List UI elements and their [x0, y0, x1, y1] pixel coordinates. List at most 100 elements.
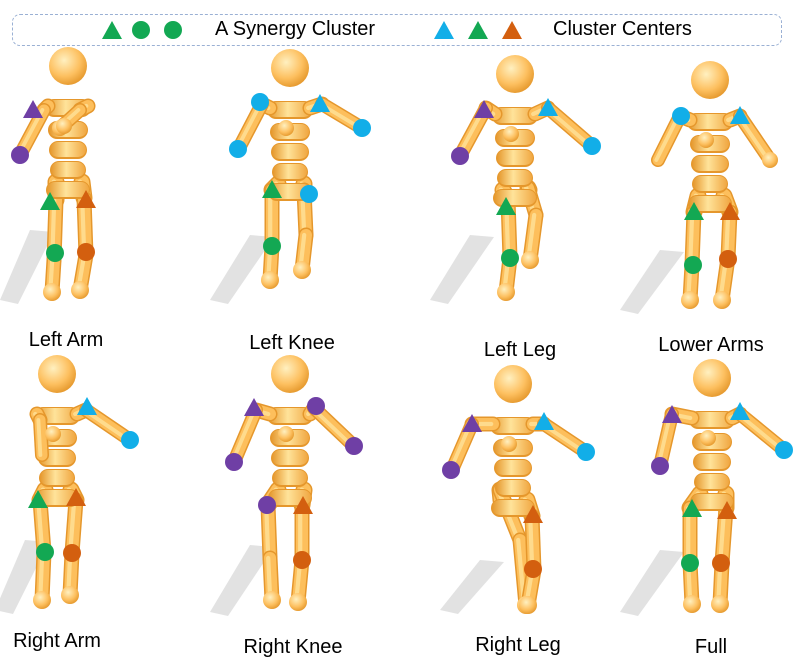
torso-segment	[693, 176, 727, 191]
chest-joint	[278, 120, 294, 136]
green-dot-marker	[36, 543, 54, 561]
blue-dot-marker	[300, 185, 318, 203]
orange-dot-marker	[719, 250, 737, 268]
torso-segment	[273, 164, 307, 179]
figure-8	[620, 359, 793, 616]
purple-dot-marker	[442, 461, 460, 479]
left-forearm-highlight	[38, 420, 40, 455]
torso-segment	[695, 474, 729, 489]
figure-7	[440, 365, 595, 614]
orange-dot-marker	[712, 554, 730, 572]
figure-2	[210, 49, 371, 304]
figure-3	[430, 55, 601, 304]
chest-joint	[56, 118, 72, 134]
left-heel	[33, 591, 51, 609]
orange-dot-marker	[63, 544, 81, 562]
green-dot-marker	[501, 249, 519, 267]
torso-segment	[498, 170, 532, 185]
chest-joint	[700, 430, 716, 446]
purple-dot-marker	[258, 496, 276, 514]
blue-dot-marker	[353, 119, 371, 137]
figure-shadow	[430, 235, 494, 304]
left-heel	[261, 271, 279, 289]
torso-segment	[497, 150, 533, 165]
right-heel	[521, 251, 539, 269]
head	[271, 49, 309, 87]
purple-dot-marker	[225, 453, 243, 471]
head	[271, 355, 309, 393]
torso-segment	[492, 500, 534, 515]
purple-dot-marker	[307, 397, 325, 415]
purple-dot-marker	[345, 437, 363, 455]
head	[49, 47, 87, 85]
blue-dot-marker	[251, 93, 269, 111]
blue-dot-marker	[229, 140, 247, 158]
head	[494, 365, 532, 403]
blue-dot-marker	[121, 431, 139, 449]
green-dot-marker	[681, 554, 699, 572]
right-heel	[71, 281, 89, 299]
caption-lower-arms: Lower Arms	[658, 334, 764, 357]
right-heel	[713, 291, 731, 309]
left-heel	[497, 283, 515, 301]
right-heel	[289, 593, 307, 611]
right-heel	[61, 586, 79, 604]
blue-dot-marker	[583, 137, 601, 155]
left-heel	[263, 591, 281, 609]
caption-full: Full	[695, 636, 727, 659]
green-dot-marker	[46, 244, 64, 262]
head	[693, 359, 731, 397]
orange-dot-marker	[77, 243, 95, 261]
caption-right-knee: Right Knee	[244, 636, 343, 659]
head	[496, 55, 534, 93]
caption-left-leg: Left Leg	[484, 339, 556, 362]
left-heel	[681, 291, 699, 309]
chest-joint	[278, 426, 294, 442]
head	[38, 355, 76, 393]
chest-joint	[501, 436, 517, 452]
purple-dot-marker	[451, 147, 469, 165]
torso-segment	[272, 450, 308, 465]
torso-segment	[694, 454, 730, 469]
figure-shadow	[620, 550, 684, 616]
purple-dot-marker	[11, 146, 29, 164]
green-dot-marker	[263, 237, 281, 255]
purple-dot-marker	[651, 457, 669, 475]
caption-right-arm: Right Arm	[13, 630, 101, 653]
chest-joint	[698, 132, 714, 148]
left-heel	[43, 283, 61, 301]
right-heel	[519, 596, 537, 614]
figure-4	[620, 61, 778, 314]
right-heel	[293, 261, 311, 279]
orange-dot-marker	[524, 560, 542, 578]
chest-joint	[45, 426, 61, 442]
chest-joint	[503, 126, 519, 142]
blue-dot-marker	[672, 107, 690, 125]
torso-segment	[51, 162, 85, 177]
torso-segment	[273, 470, 307, 485]
orange-dot-marker	[293, 551, 311, 569]
right-hand	[762, 152, 778, 168]
torso-segment	[496, 480, 530, 495]
torso-segment	[272, 144, 308, 159]
head	[691, 61, 729, 99]
figure-shadow	[440, 560, 504, 614]
torso-segment	[692, 156, 728, 171]
caption-left-knee: Left Knee	[249, 332, 335, 355]
figure-shadow	[620, 250, 684, 314]
torso-segment	[495, 460, 531, 475]
blue-dot-marker	[577, 443, 595, 461]
caption-right-leg: Right Leg	[475, 634, 561, 657]
figure-5	[0, 355, 139, 614]
figure-6	[210, 355, 363, 616]
figure-1	[0, 47, 96, 304]
torso-segment	[50, 142, 86, 157]
green-dot-marker	[684, 256, 702, 274]
torso-segment	[47, 182, 89, 197]
caption-left-arm: Left Arm	[29, 329, 103, 352]
right-heel	[711, 595, 729, 613]
left-heel	[683, 595, 701, 613]
torso-segment	[40, 470, 74, 485]
blue-dot-marker	[775, 441, 793, 459]
